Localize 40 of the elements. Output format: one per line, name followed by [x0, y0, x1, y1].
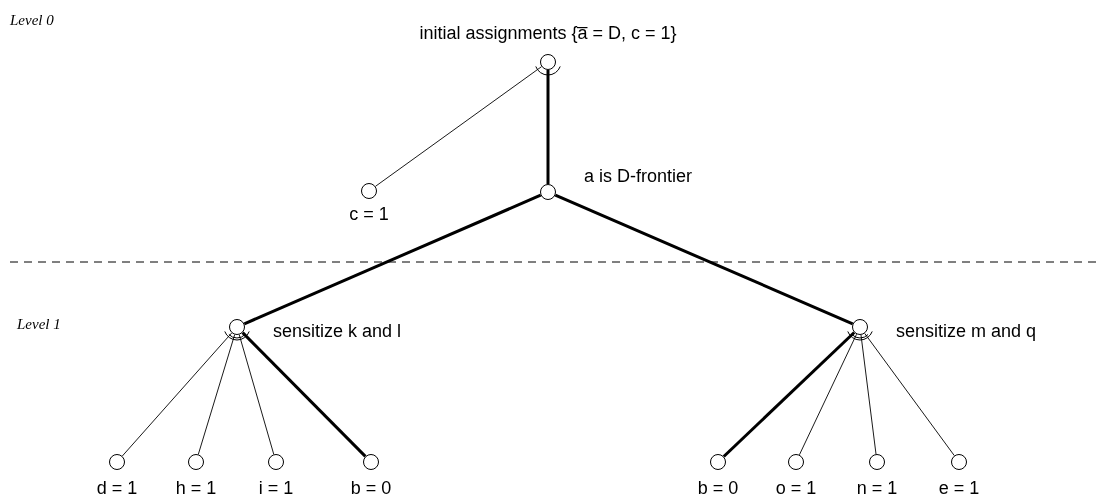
tree-node-circle	[540, 184, 556, 200]
tree-branch	[197, 334, 236, 455]
node-label: b = 0	[350, 479, 392, 496]
node-label: o = 1	[775, 479, 817, 496]
node-label: sensitize k and l	[273, 322, 402, 340]
tree-branch	[243, 193, 542, 326]
tree-branch	[241, 331, 367, 458]
tree-branch	[546, 70, 550, 184]
tree-node-circle	[869, 454, 885, 470]
node-label: a is D-frontier	[584, 167, 693, 185]
tree-node-circle	[710, 454, 726, 470]
node-label: initial assignments {a̅ = D, c = 1}	[419, 24, 677, 42]
tree-branch	[798, 333, 858, 456]
tree-node-circle	[852, 319, 868, 335]
tree-node-circle	[363, 454, 379, 470]
level-label: Level 0	[10, 12, 54, 29]
tree-node-circle	[188, 454, 204, 470]
tree-branch	[860, 334, 877, 455]
tree-node-circle	[109, 454, 125, 470]
node-label: c = 1	[349, 205, 389, 223]
tree-node-circle	[229, 319, 245, 335]
tree-branch	[238, 334, 275, 455]
tree-branch	[121, 332, 233, 457]
tree-node-circle	[540, 54, 556, 70]
tree-node-circle	[951, 454, 967, 470]
tree-node-circle	[268, 454, 284, 470]
node-label: d = 1	[96, 479, 138, 496]
node-label: sensitize m and q	[896, 322, 1037, 340]
tree-branch	[864, 333, 955, 456]
tree-branch	[554, 193, 854, 326]
node-label: n = 1	[856, 479, 898, 496]
tree-branch	[375, 66, 542, 187]
node-label: b = 0	[697, 479, 739, 496]
tree-node-circle	[788, 454, 804, 470]
level-label: Level 1	[17, 316, 61, 333]
tree-node-circle	[361, 183, 377, 199]
tree-branch	[722, 331, 856, 458]
node-label: h = 1	[175, 479, 217, 496]
node-label: e = 1	[938, 479, 980, 496]
node-label: i = 1	[258, 479, 294, 496]
